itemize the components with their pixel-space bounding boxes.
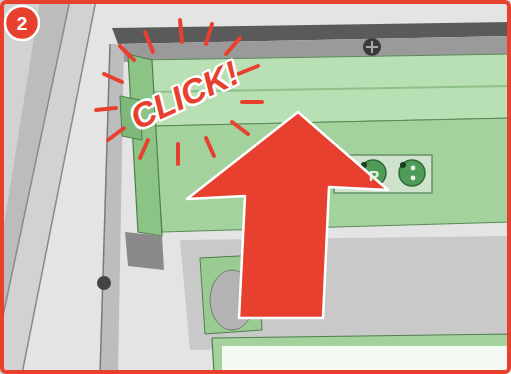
callout-number: 2 (17, 14, 28, 33)
button-icon-letter: P (369, 168, 379, 183)
